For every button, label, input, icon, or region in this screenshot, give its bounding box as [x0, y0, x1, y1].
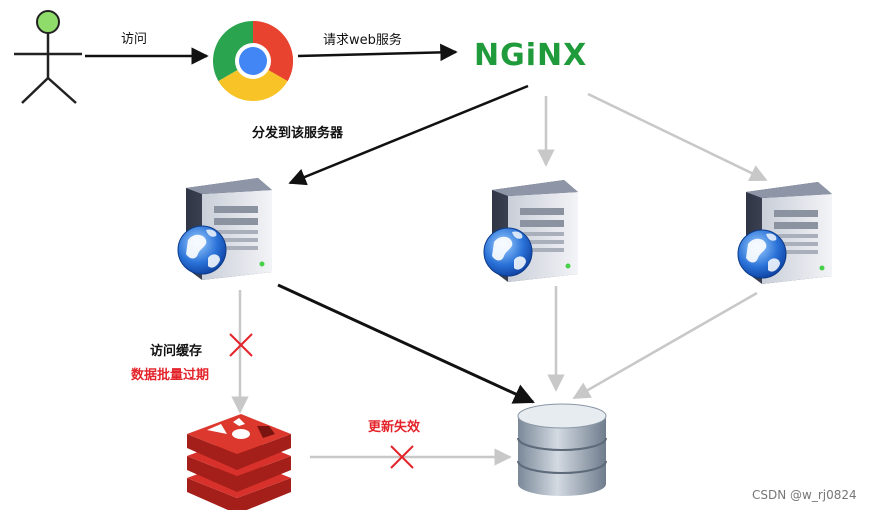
cache-access-failed-cross-icon — [229, 333, 253, 357]
arrow-nginx-to-server-1 — [288, 84, 529, 186]
nginx-logo: NGiNX — [474, 38, 588, 73]
watermark: CSDN @w_rj0824 — [752, 488, 857, 502]
label-request-web: 请求web服务 — [323, 33, 402, 48]
web-server-1-icon — [177, 177, 273, 281]
user-stick-figure-icon — [14, 10, 82, 104]
arrow-nginx-to-server-3 — [587, 92, 768, 182]
label-update-failed: 更新失效 — [368, 420, 421, 435]
arrow-server-1-to-database — [277, 283, 535, 404]
chrome-browser-icon — [213, 21, 293, 101]
label-visit: 访问 — [121, 32, 148, 47]
arrow-browser-to-nginx — [297, 43, 458, 62]
redis-cache-icon — [187, 414, 291, 510]
label-cache-expired: 数据批量过期 — [131, 368, 210, 383]
web-server-2-icon — [483, 179, 579, 283]
label-dispatch: 分发到该服务器 — [252, 126, 344, 141]
label-access-cache: 访问缓存 — [150, 344, 203, 359]
database-icon — [517, 403, 607, 496]
arrow-server-3-to-database — [572, 291, 758, 400]
web-server-3-icon — [737, 181, 833, 285]
update-failed-cross-icon — [390, 445, 414, 469]
